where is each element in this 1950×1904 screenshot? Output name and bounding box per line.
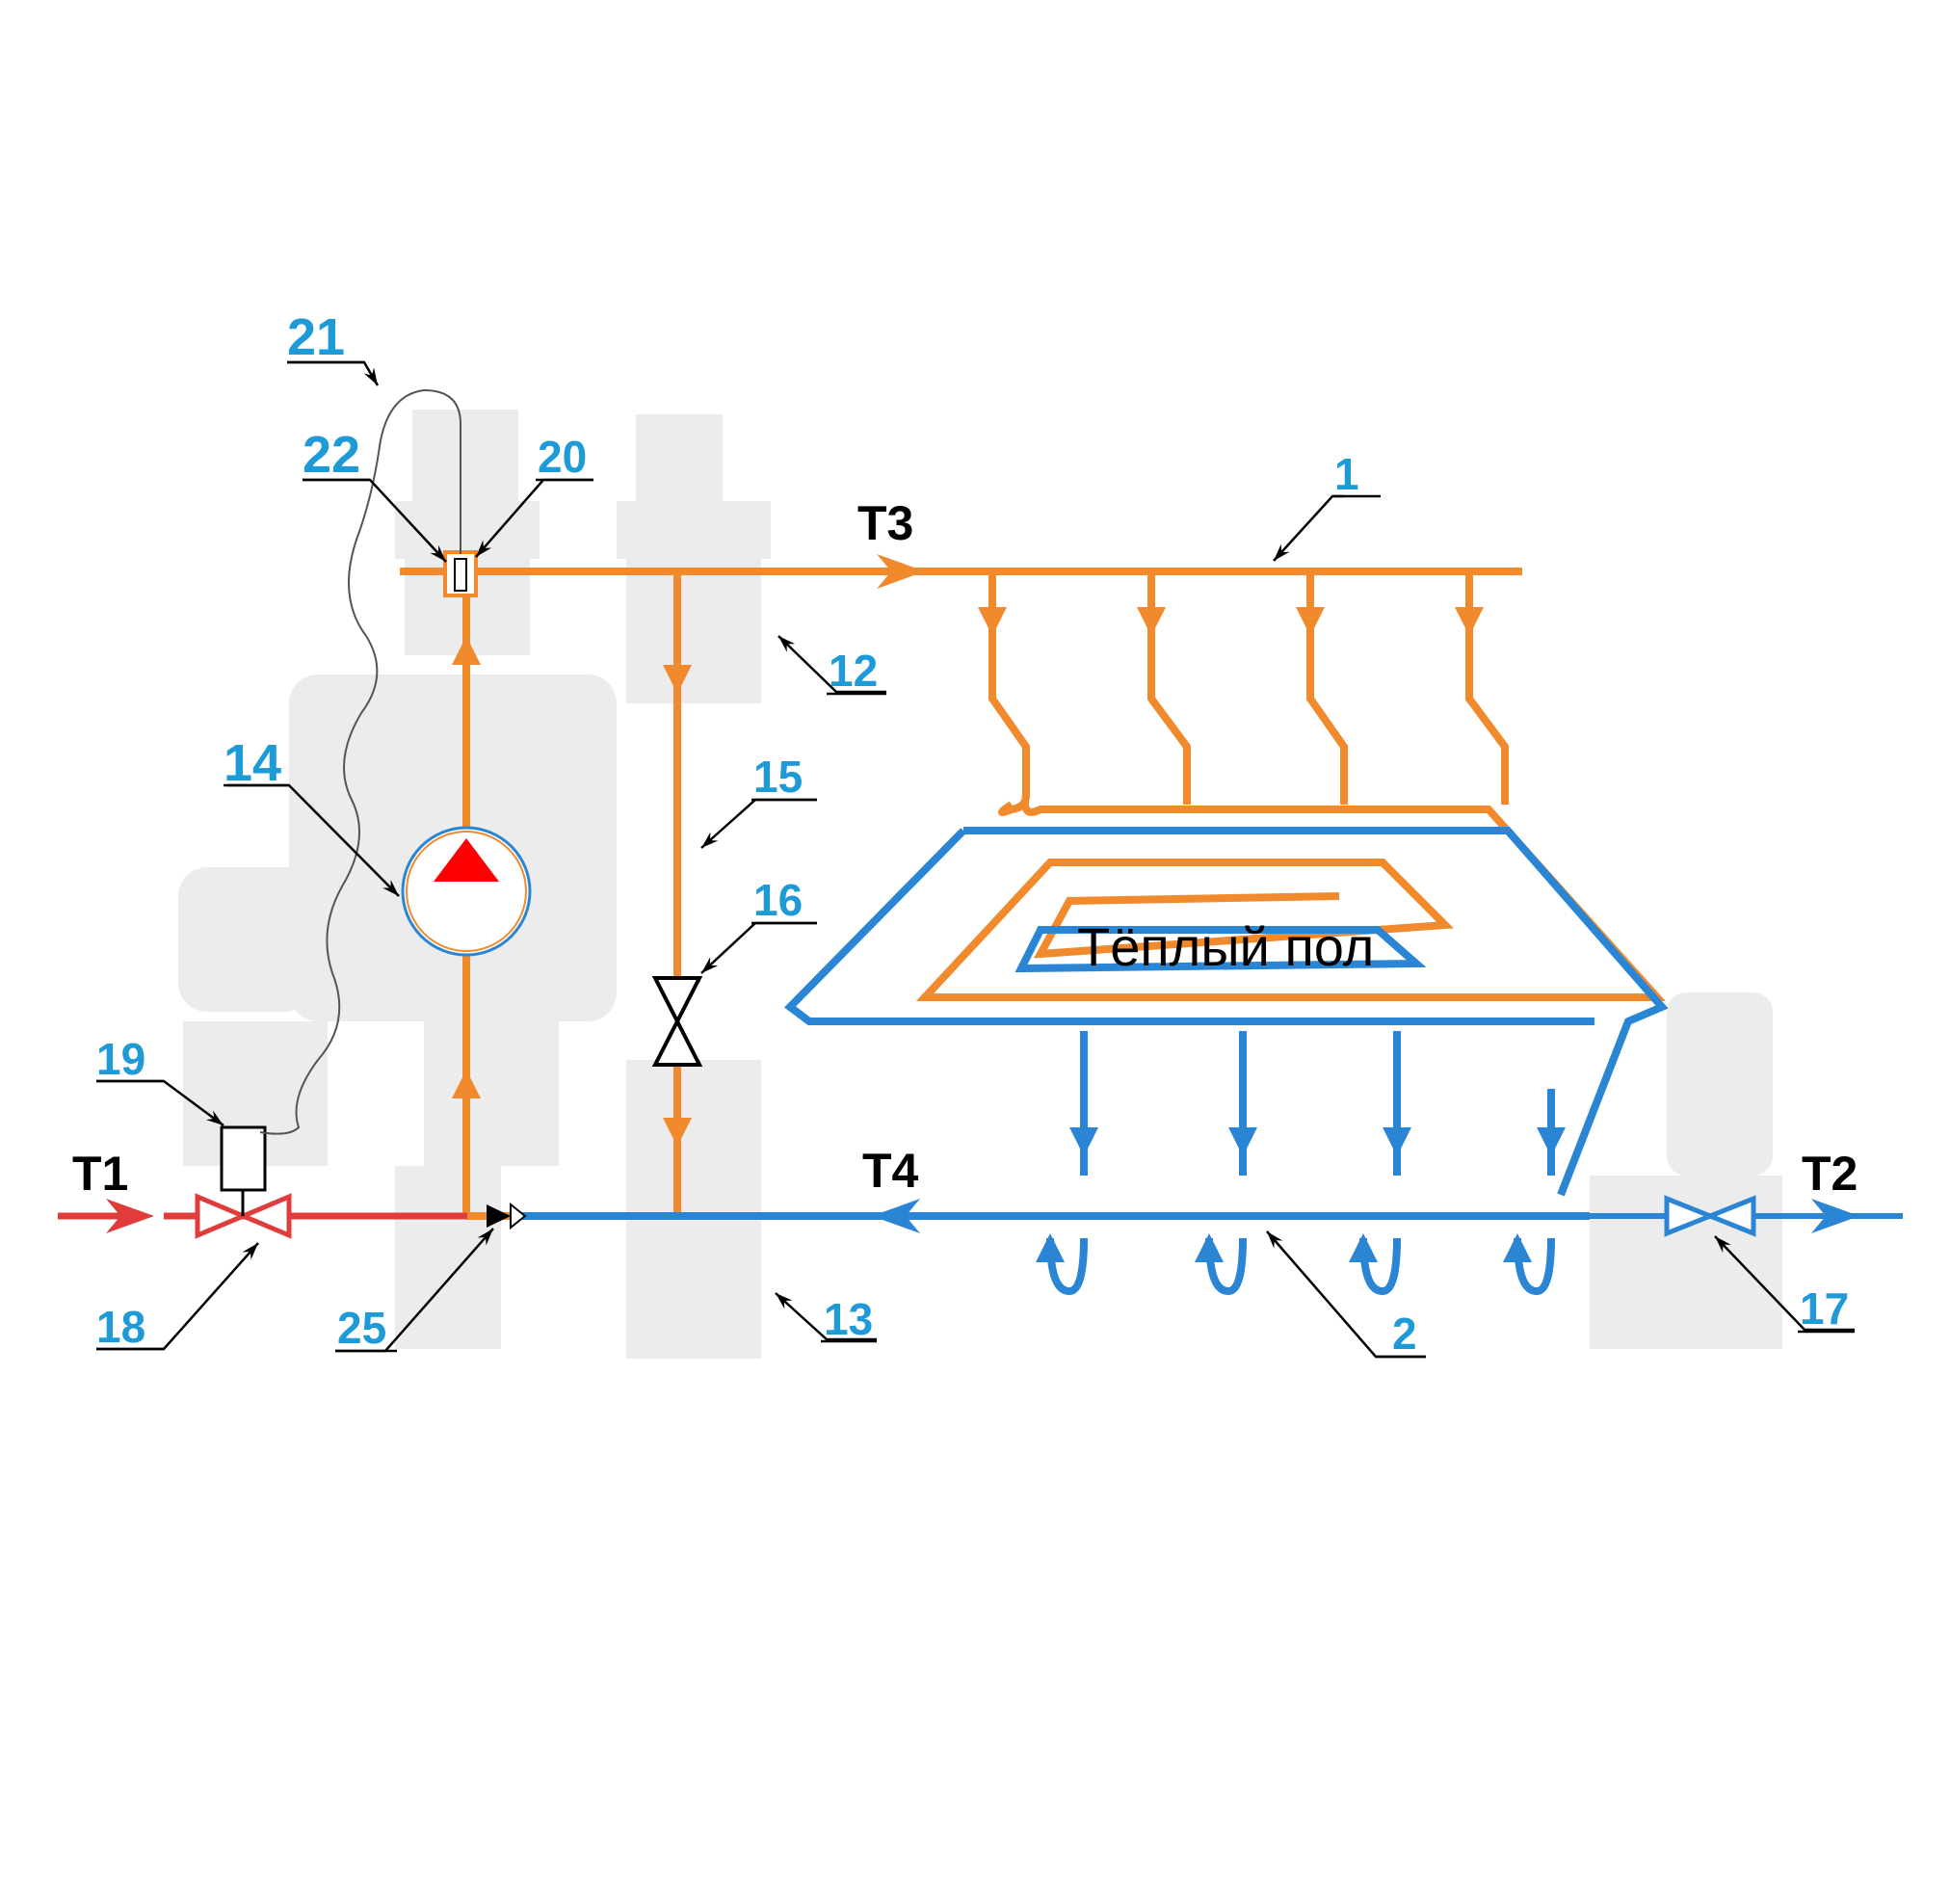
- check-valve-25: [487, 1202, 527, 1230]
- callout-13: 13: [824, 1294, 873, 1344]
- callout-19: 19: [96, 1034, 145, 1084]
- actuator-19: [220, 1125, 267, 1216]
- supply-arrows: [452, 554, 1484, 1147]
- callout-21: 21: [287, 308, 345, 366]
- return-valve-17: [1664, 1195, 1756, 1237]
- callout-14: 14: [224, 734, 281, 792]
- bypass-valve-16: [651, 976, 703, 1067]
- capillary-tube-21: [259, 388, 461, 1135]
- callout-2: 2: [1392, 1309, 1417, 1359]
- label-t2: T2: [1802, 1147, 1858, 1201]
- callout-underlines: [96, 360, 1855, 1359]
- return-arrows: [872, 1127, 1859, 1262]
- callout-12: 12: [829, 646, 878, 696]
- floor-caption: Тёплый пол: [1077, 916, 1374, 977]
- callout-25: 25: [337, 1303, 386, 1353]
- callout-16: 16: [753, 875, 803, 925]
- pump-14: [401, 826, 532, 957]
- return-circuit: [520, 827, 1903, 1296]
- callout-20: 20: [538, 432, 587, 482]
- callout-22: 22: [303, 426, 360, 484]
- temperature-sensor-20: [443, 550, 478, 597]
- callout-17: 17: [1800, 1283, 1849, 1334]
- label-t4: T4: [862, 1144, 919, 1198]
- label-t1: T1: [72, 1147, 128, 1201]
- callout-18: 18: [96, 1302, 145, 1352]
- label-t3: T3: [857, 496, 913, 550]
- callout-1: 1: [1334, 449, 1359, 499]
- callout-15: 15: [753, 752, 803, 802]
